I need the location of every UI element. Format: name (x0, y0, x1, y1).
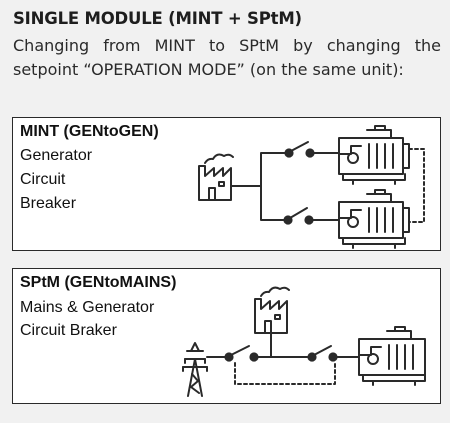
factory-icon (198, 153, 234, 201)
mint-label-line-2: Circuit (20, 171, 66, 188)
mint-panel: MINT (GENtoGEN) Generator Circuit Breake… (12, 117, 441, 251)
breaker-switch-icon (307, 345, 338, 362)
sptm-panel: SPtM (GENtoMAINS) Mains & Generator Circ… (12, 268, 441, 404)
generator-icon (338, 189, 410, 249)
intro-text: Changing from MINT to SPtM by changing t… (13, 36, 441, 79)
control-link (408, 148, 425, 223)
sptm-label-line-1: Mains & Generator (20, 299, 155, 316)
mint-panel-title: MINT (GENtoGEN) (20, 123, 159, 140)
breaker-switch-icon (284, 141, 340, 158)
sptm-label-line-2: Circuit Braker (20, 322, 117, 339)
breaker-switch-icon (224, 345, 259, 362)
factory-icon (254, 286, 290, 334)
breaker-switch-icon (283, 207, 340, 225)
mint-diagram (198, 125, 425, 249)
bus-line-top (230, 152, 287, 187)
control-link (234, 362, 336, 385)
mint-label-line-1: Generator (20, 147, 93, 164)
mint-label-line-3: Breaker (20, 195, 77, 212)
generator-icon (338, 125, 410, 185)
pylon-icon (182, 342, 208, 397)
sptm-diagram (182, 286, 426, 397)
section-heading: SINGLE MODULE (MINT + SPtM) (13, 9, 302, 28)
sptm-panel-title: SPtM (GENtoMAINS) (20, 274, 177, 291)
generator-icon (358, 326, 426, 386)
bus-line-bottom (260, 185, 286, 221)
